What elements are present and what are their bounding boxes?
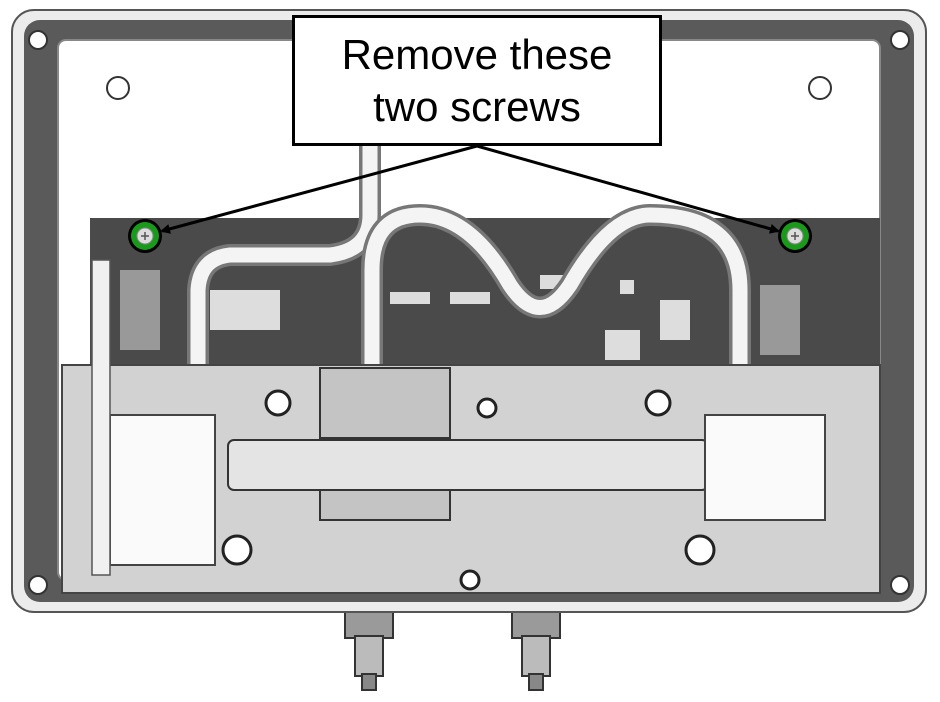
- tubing: [187, 129, 751, 421]
- board-components: [120, 270, 800, 360]
- screw-icon: [128, 219, 162, 253]
- sensor-tube: [227, 439, 709, 491]
- callout-line-1: Remove these: [341, 30, 613, 78]
- corner-holes: [28, 30, 910, 595]
- callout-line-2: two screws: [373, 82, 581, 130]
- module-holes: [221, 389, 716, 591]
- screw-icon: [778, 219, 812, 253]
- arrow-right: [476, 144, 780, 234]
- callout-box: Remove these two screws: [292, 15, 662, 146]
- arrow-left: [160, 144, 478, 234]
